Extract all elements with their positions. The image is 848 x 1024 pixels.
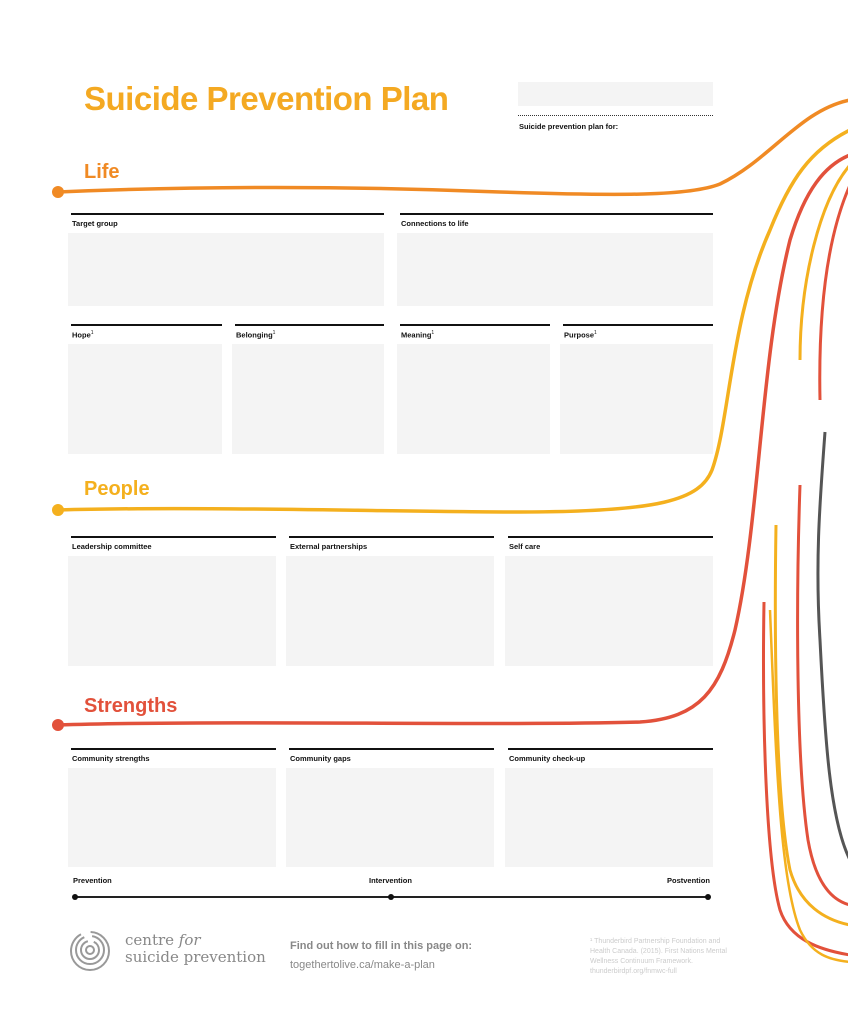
timeline-postvention: Postvention bbox=[667, 876, 710, 885]
page-title: Suicide Prevention Plan bbox=[84, 80, 449, 117]
leadership-committee-field[interactable]: Leadership committee bbox=[68, 536, 276, 666]
community-check-up-field[interactable]: Community check-up bbox=[505, 748, 713, 867]
fingerprint-logo-icon bbox=[70, 931, 110, 971]
community-strengths-field[interactable]: Community strengths bbox=[68, 748, 276, 867]
footnote-mark: 1 bbox=[431, 330, 435, 336]
community-strengths-input[interactable] bbox=[68, 768, 276, 867]
self-care-input[interactable] bbox=[505, 556, 713, 666]
life-dot bbox=[52, 186, 64, 198]
strengths-heading: Strengths bbox=[84, 695, 178, 717]
logo-word-centre: centre bbox=[125, 931, 175, 949]
footnote-mark: 1 bbox=[90, 330, 94, 336]
hope-label: Hope bbox=[72, 330, 91, 340]
connections-to-life-field[interactable]: Connections to life bbox=[397, 213, 713, 306]
meaning-field[interactable]: Meaning1 bbox=[397, 324, 550, 454]
purpose-input[interactable] bbox=[560, 344, 713, 454]
belonging-field[interactable]: Belonging1 bbox=[232, 324, 384, 454]
self-care-field[interactable]: Self care bbox=[505, 536, 713, 666]
people-heading: People bbox=[84, 478, 150, 500]
dotted-divider bbox=[518, 115, 713, 116]
leadership-committee-input[interactable] bbox=[68, 556, 276, 666]
life-line bbox=[57, 98, 848, 197]
footnote-mark: 1 bbox=[272, 330, 276, 336]
cta-text: Find out how to fill in this page on: bbox=[290, 940, 473, 952]
life-heading: Life bbox=[84, 161, 120, 183]
target-group-input[interactable] bbox=[68, 233, 384, 306]
people-line bbox=[57, 129, 848, 514]
people-dot bbox=[52, 504, 64, 516]
strengths-line bbox=[57, 153, 848, 727]
citation: ¹ Thunderbird Partnership Foundation and… bbox=[590, 938, 727, 975]
community-check-up-input[interactable] bbox=[505, 768, 713, 867]
community-gaps-input[interactable] bbox=[286, 768, 494, 867]
timeline-intervention: Intervention bbox=[369, 876, 412, 885]
external-partnerships-input[interactable] bbox=[286, 556, 494, 666]
strengths-dot bbox=[52, 719, 64, 731]
timeline-dot bbox=[705, 894, 711, 900]
belonging-input[interactable] bbox=[232, 344, 384, 454]
plan-for-input[interactable] bbox=[518, 82, 713, 106]
logo-text: centre for suicide prevention bbox=[125, 932, 266, 966]
logo-word-for: for bbox=[178, 931, 201, 949]
footnote-mark: 1 bbox=[594, 330, 597, 336]
logo-word-suicide-prevention: suicide prevention bbox=[125, 948, 266, 966]
community-gaps-field[interactable]: Community gaps bbox=[286, 748, 494, 867]
timeline-dot bbox=[388, 894, 394, 900]
hope-field[interactable]: Hope1 bbox=[68, 324, 222, 454]
cta-url[interactable]: togethertolive.ca/make-a-plan bbox=[290, 959, 435, 971]
external-partnerships-field[interactable]: External partnerships bbox=[286, 536, 494, 666]
meaning-label: Meaning bbox=[401, 330, 432, 340]
timeline-dot bbox=[72, 894, 78, 900]
timeline-prevention: Prevention bbox=[73, 876, 112, 885]
belonging-label: Belonging bbox=[236, 330, 273, 340]
purpose-field[interactable]: Purpose1 bbox=[560, 324, 713, 454]
plan-for-label: Suicide prevention plan for: bbox=[519, 122, 619, 131]
target-group-field[interactable]: Target group bbox=[68, 213, 384, 306]
purpose-label: Purpose bbox=[564, 330, 595, 340]
meaning-input[interactable] bbox=[397, 344, 550, 454]
hope-input[interactable] bbox=[68, 344, 222, 454]
connections-to-life-input[interactable] bbox=[397, 233, 713, 306]
